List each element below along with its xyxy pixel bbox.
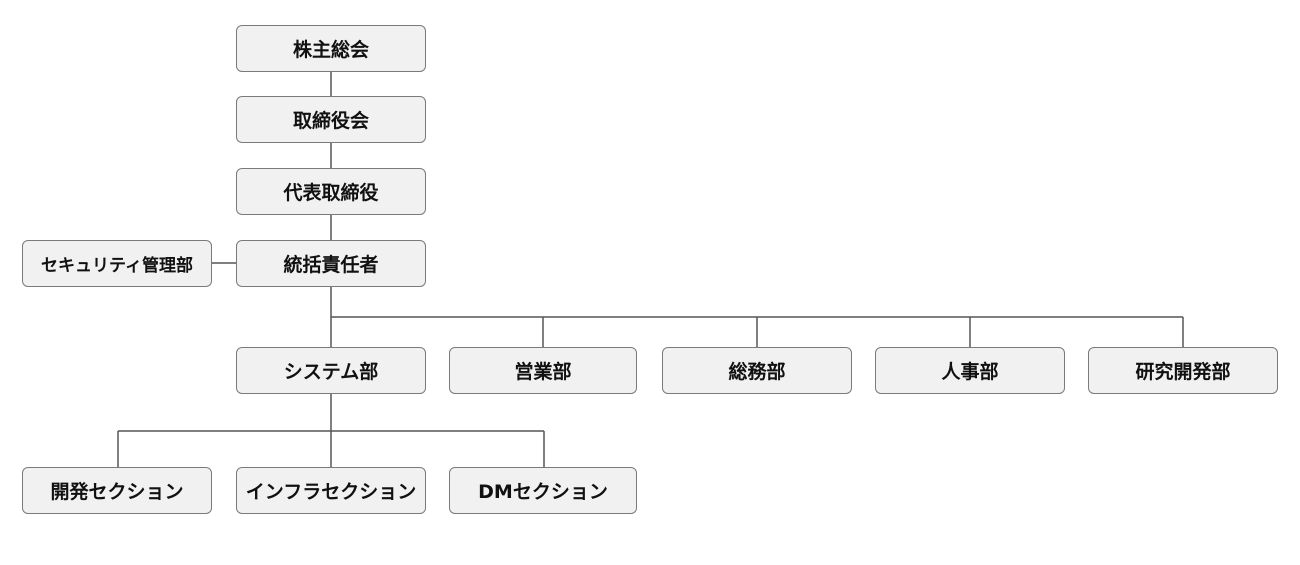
general-manager-box: 統括責任者 bbox=[236, 240, 426, 287]
development-section-box: 開発セクション bbox=[22, 467, 212, 514]
security-department-box: セキュリティ管理部 bbox=[22, 240, 212, 287]
system-department-box: システム部 bbox=[236, 347, 426, 394]
human-resources-department-box: 人事部 bbox=[875, 347, 1065, 394]
general-affairs-department-box: 総務部 bbox=[662, 347, 852, 394]
shareholders-meeting-box: 株主総会 bbox=[236, 25, 426, 72]
infrastructure-section-box: インフラセクション bbox=[236, 467, 426, 514]
dm-section-box: DMセクション bbox=[449, 467, 637, 514]
board-of-directors-box: 取締役会 bbox=[236, 96, 426, 143]
representative-director-box: 代表取締役 bbox=[236, 168, 426, 215]
sales-department-box: 営業部 bbox=[449, 347, 637, 394]
research-development-department-box: 研究開発部 bbox=[1088, 347, 1278, 394]
